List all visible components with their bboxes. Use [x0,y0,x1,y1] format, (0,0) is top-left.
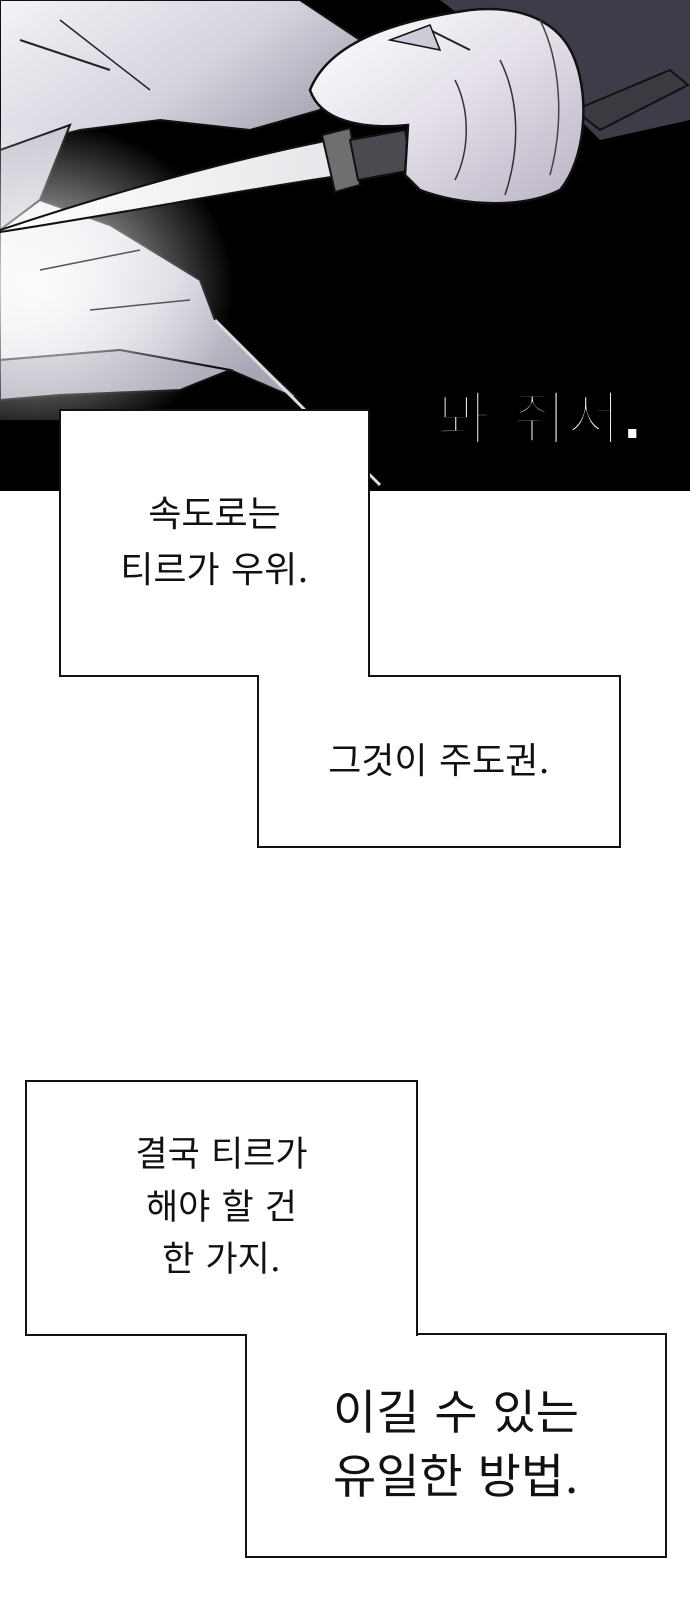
caption-box-4: 이길 수 있는 유일한 방법. [245,1333,667,1558]
dagger-hand-illustration [0,0,690,491]
caption-text-4: 이길 수 있는 유일한 방법. [332,1386,580,1505]
caption-text-2: 그것이 주도권. [328,740,550,782]
caption-joint [247,1330,416,1338]
comic-panel-dagger-hand: 봐 줘서. [0,0,690,491]
caption-text-3: 결국 티르가 해야 할 건 한 가지. [135,1135,308,1281]
caption-text-1: 속도로는 티르가 우위. [120,494,309,591]
caption-box-2: 그것이 주도권. [257,675,621,848]
caption-joint [259,672,368,680]
caption-box-3: 결국 티르가 해야 할 건 한 가지. [25,1080,418,1336]
caption-box-1: 속도로는 티르가 우위. [59,409,370,677]
sfx-text: 봐 줘서. [436,384,645,454]
